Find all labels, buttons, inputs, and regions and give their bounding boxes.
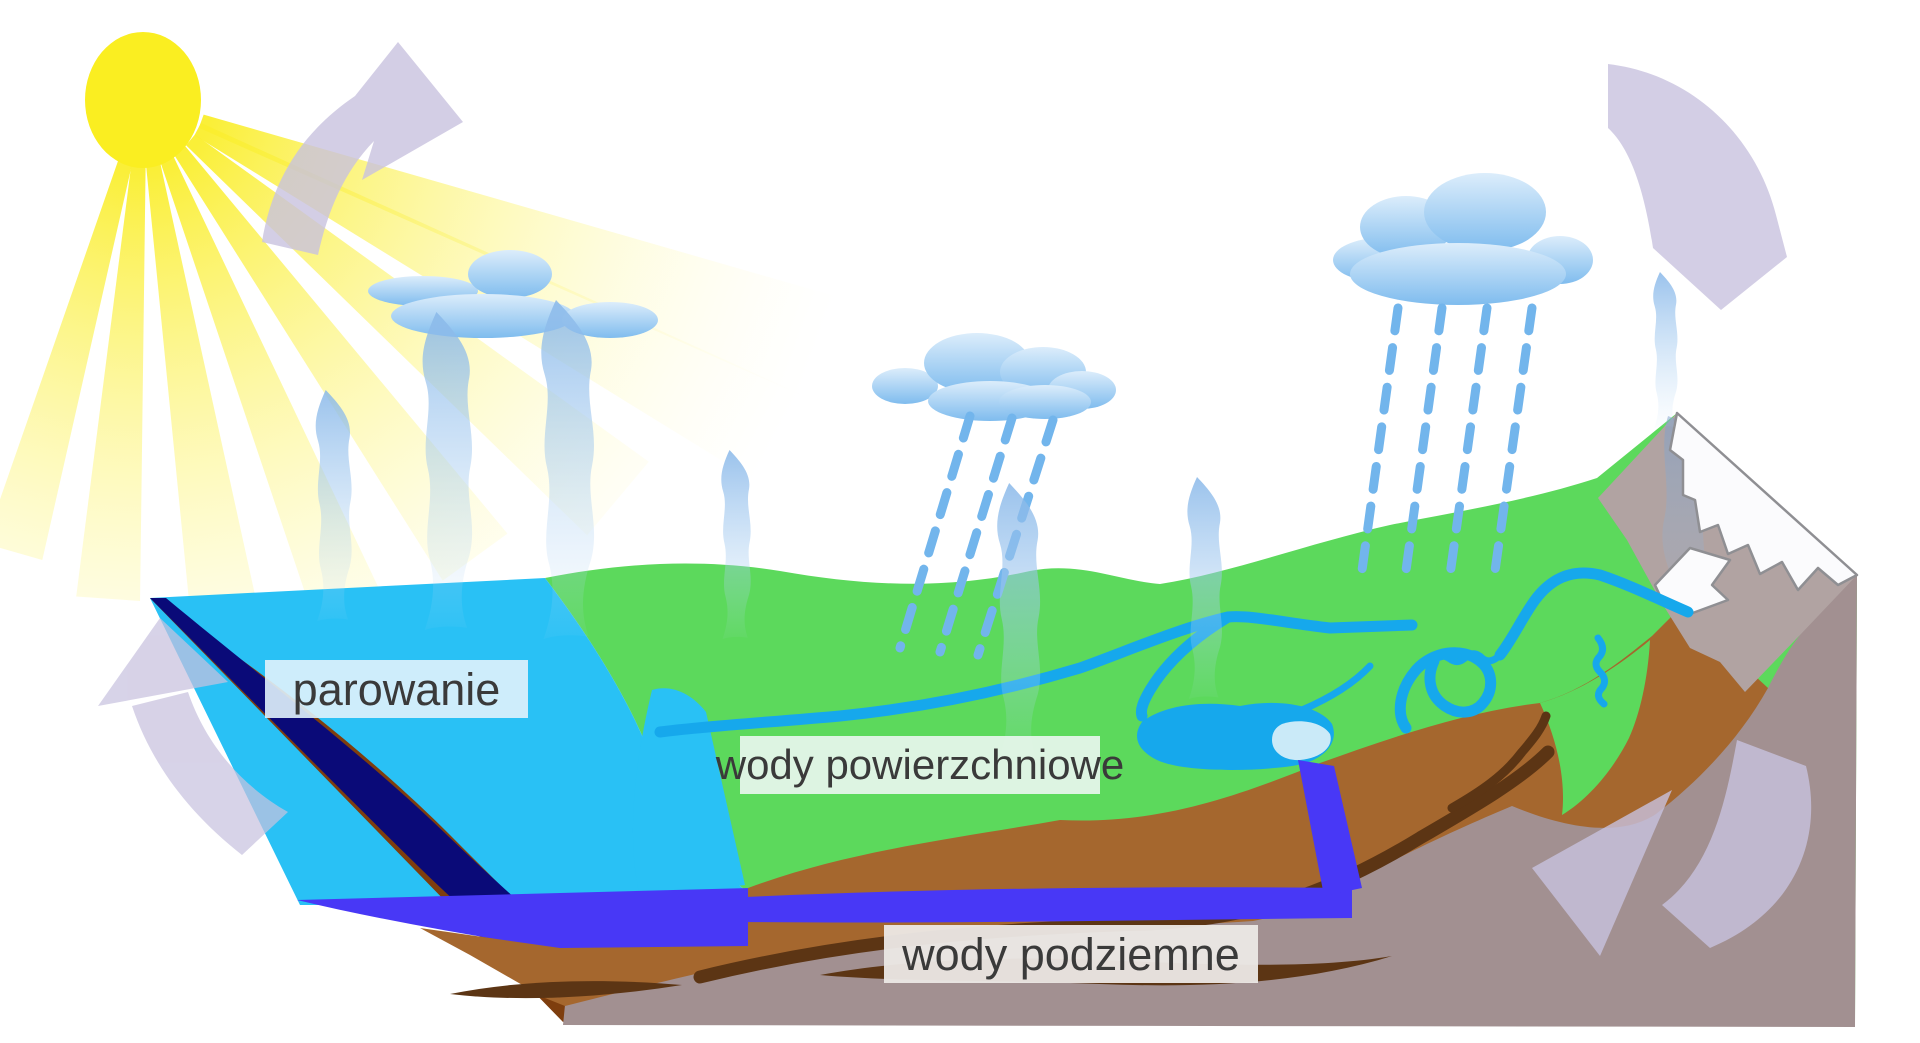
label-surface-water: wody powierzchniowe xyxy=(716,736,1124,794)
cycle-arrow-return-icon xyxy=(1532,740,1812,956)
label-evaporation: parowanie xyxy=(265,660,528,718)
river xyxy=(654,567,1694,738)
groundwater-flow xyxy=(745,760,1362,923)
cycle-arrow-down-icon xyxy=(1608,64,1787,310)
cloud-icon xyxy=(368,250,658,338)
terrain-cross-section xyxy=(150,411,1859,1027)
rain-cloud-icon xyxy=(1333,173,1593,305)
rain-icon xyxy=(1355,303,1537,590)
sun-icon xyxy=(85,32,201,168)
label-groundwater: wody podziemne xyxy=(884,925,1258,983)
cycle-arrow-left-up-icon xyxy=(98,618,288,855)
snow-cap xyxy=(1668,411,1859,592)
cloud-icon xyxy=(872,333,1116,421)
cycle-arrow-up-icon xyxy=(262,42,463,255)
